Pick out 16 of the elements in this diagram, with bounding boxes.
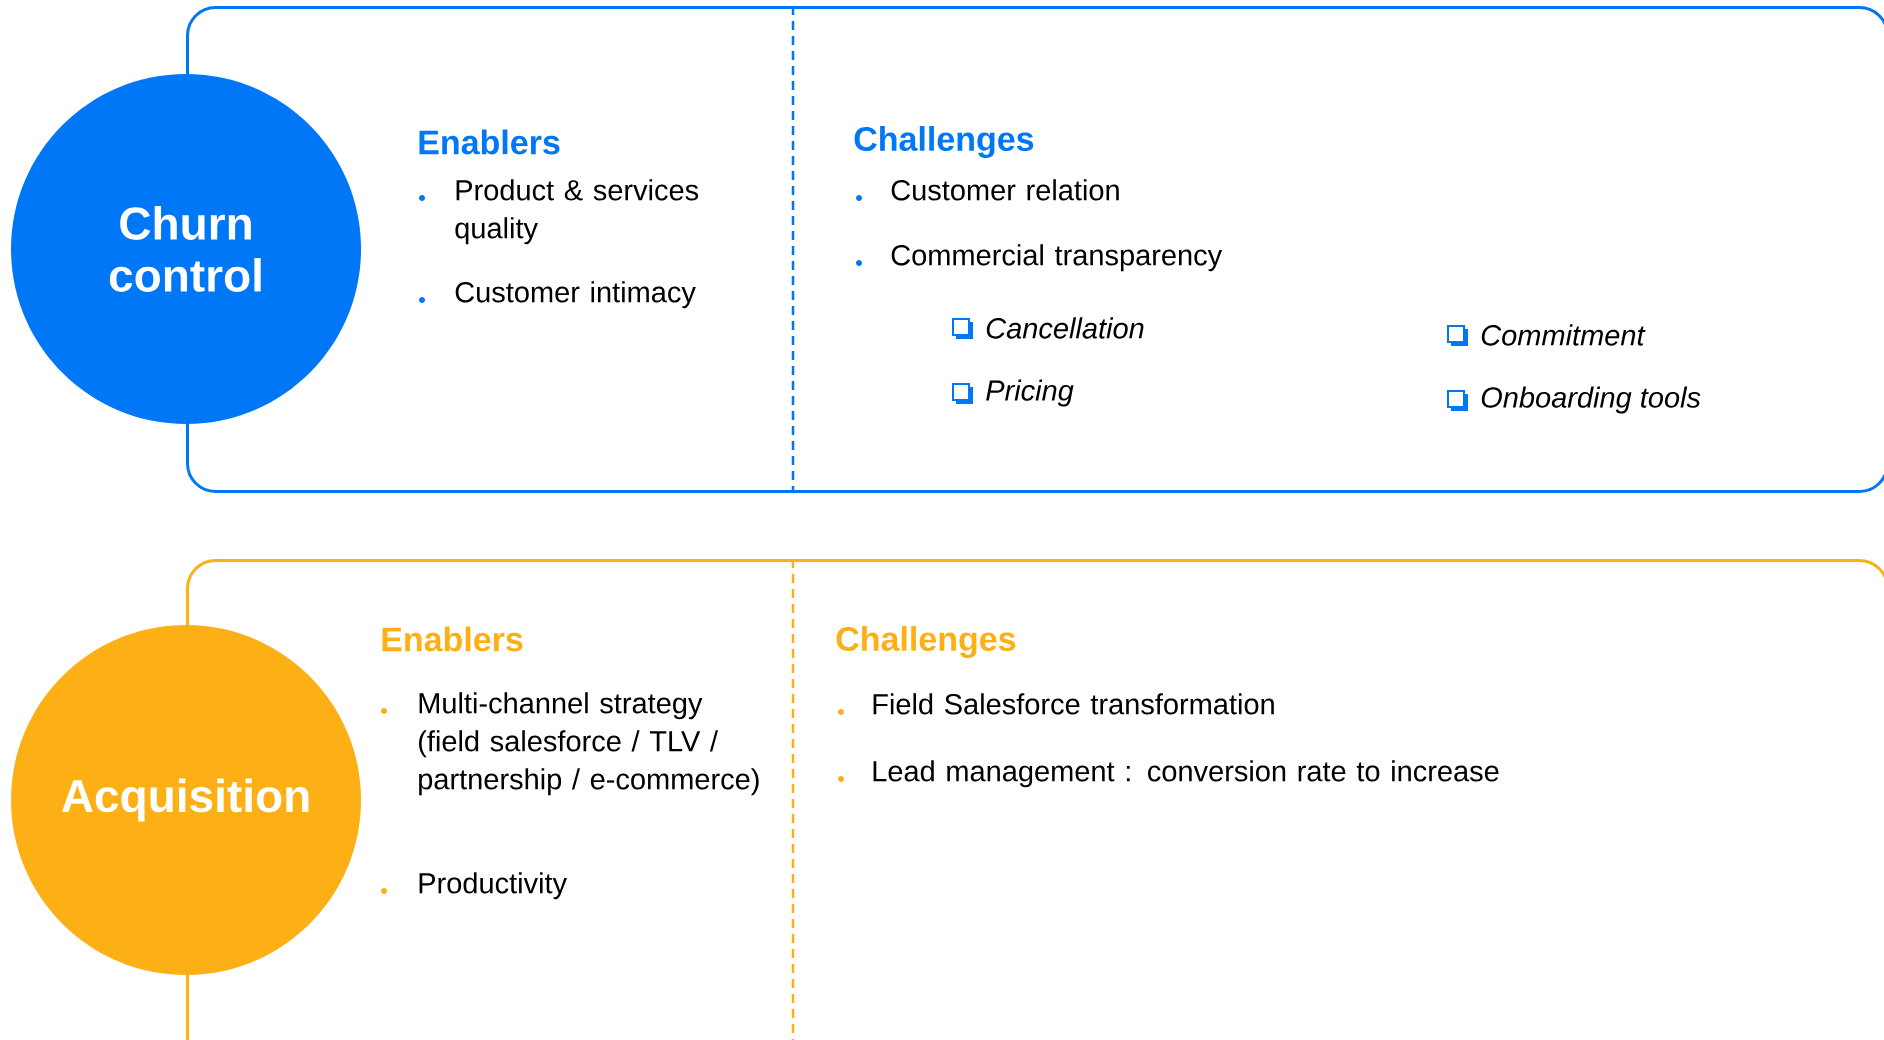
heading: Enablers	[419, 129, 560, 155]
heading: Challenges	[836, 626, 1016, 658]
bullet-item: Field Salesforce transformation	[838, 693, 1274, 715]
bullet-item: Customer intimacy	[419, 281, 696, 309]
bullet-item: Multi-channel strategy (field salesforce / TLV / partnership / e-commerce)	[381, 692, 759, 796]
checkbox-item: Cancellation	[952, 317, 1144, 339]
checkbox-item: Onboarding tools	[1447, 386, 1701, 414]
heading: Enablers	[382, 626, 523, 652]
bullet-item: Customer relation	[856, 179, 1119, 201]
checkbox-item: Pricing	[952, 379, 1074, 407]
bullet-item: Product & services quality	[419, 179, 699, 245]
bullet-item: Productivity	[381, 872, 568, 900]
heading: Challenges	[854, 126, 1034, 158]
bullet-item: Lead management : conversion rate to increase	[838, 760, 1499, 788]
bullet-item: Commercial transparency	[856, 244, 1223, 272]
checkbox-item: Commitment	[1447, 324, 1646, 346]
